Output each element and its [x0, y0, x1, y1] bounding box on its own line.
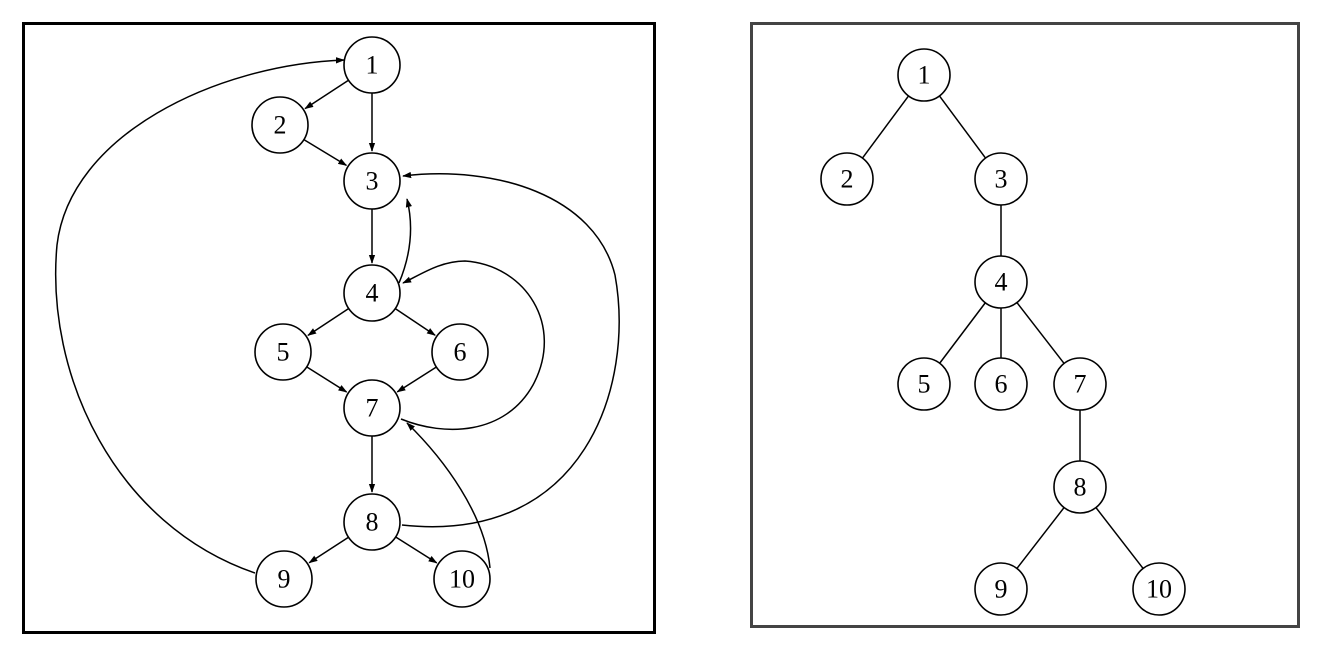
flow-node-9: 9 — [255, 550, 313, 608]
tree-diagram: 1 2 3 4 5 6 7 8 9 10 — [820, 48, 1186, 616]
flow-node-7: 7 — [343, 379, 401, 437]
edge-4-to-6 — [394, 307, 436, 336]
flow-graph-diagram: 1 2 3 4 5 6 7 8 9 10 — [55, 36, 620, 608]
edge-7-to-4 — [400, 260, 545, 431]
flow-node-2: 2 — [251, 96, 309, 154]
tree-edge-8-9 — [1016, 507, 1065, 569]
edge-8-to-3 — [401, 171, 620, 528]
flow-node-6: 6 — [431, 323, 489, 381]
edge-2-to-3 — [303, 138, 348, 167]
tree-node-label: 10 — [1146, 575, 1172, 604]
tree-node-label: 1 — [918, 61, 931, 90]
tree-node-label: 7 — [1074, 370, 1087, 399]
tree-node-8: 8 — [1053, 460, 1107, 514]
flow-node-label: 9 — [278, 565, 291, 594]
tree-edge-4-7 — [1016, 302, 1065, 364]
tree-node-4: 4 — [974, 255, 1028, 309]
flow-node-4: 4 — [343, 264, 401, 322]
edge-10-to-7 — [406, 422, 491, 569]
tree-node-3: 3 — [974, 152, 1028, 206]
tree-node-label: 8 — [1074, 473, 1087, 502]
flow-node-label: 5 — [277, 338, 290, 367]
tree-node-1: 1 — [897, 48, 951, 102]
tree-node-5: 5 — [897, 357, 951, 411]
tree-node-7: 7 — [1053, 357, 1107, 411]
tree-node-label: 4 — [995, 268, 1008, 297]
edge-8-to-9 — [308, 536, 349, 564]
tree-edge-1-3 — [938, 95, 987, 159]
flow-node-8: 8 — [343, 493, 401, 551]
tree-edge-8-10 — [1095, 507, 1144, 569]
flow-node-label: 3 — [366, 167, 379, 196]
flow-node-label: 8 — [366, 508, 379, 537]
tree-edge-4-5 — [939, 302, 986, 364]
flow-node-1: 1 — [343, 36, 401, 94]
tree-node-2: 2 — [820, 152, 874, 206]
flow-node-label: 10 — [449, 565, 475, 594]
tree-panel: 1 2 3 4 5 6 7 8 9 10 — [750, 22, 1300, 628]
flow-node-10: 10 — [433, 550, 491, 608]
edge-1-to-2 — [304, 79, 349, 110]
flow-node-label: 2 — [274, 111, 287, 140]
flow-graph-panel: 1 2 3 4 5 6 7 8 9 10 — [22, 22, 656, 634]
tree-node-6: 6 — [974, 357, 1028, 411]
tree-node-label: 5 — [918, 370, 931, 399]
edge-4-to-5 — [307, 307, 350, 337]
edge-6-to-7 — [396, 366, 437, 393]
tree-node-label: 9 — [995, 575, 1008, 604]
tree-edge-1-2 — [861, 95, 910, 159]
flow-node-label: 6 — [454, 338, 467, 367]
tree-node-10: 10 — [1132, 562, 1186, 616]
tree-node-9: 9 — [974, 562, 1028, 616]
edge-9-to-1 — [55, 57, 345, 574]
edge-5-to-7 — [306, 366, 348, 393]
flow-node-3: 3 — [343, 152, 401, 210]
tree-node-label: 3 — [995, 165, 1008, 194]
flow-node-5: 5 — [254, 323, 312, 381]
flow-node-label: 1 — [366, 51, 379, 80]
flow-node-label: 7 — [366, 394, 379, 423]
tree-node-label: 6 — [995, 370, 1008, 399]
edge-8-to-10 — [395, 536, 438, 564]
flow-node-label: 4 — [366, 279, 379, 308]
edge-4-to-3 — [398, 198, 412, 284]
tree-node-label: 2 — [841, 165, 854, 194]
